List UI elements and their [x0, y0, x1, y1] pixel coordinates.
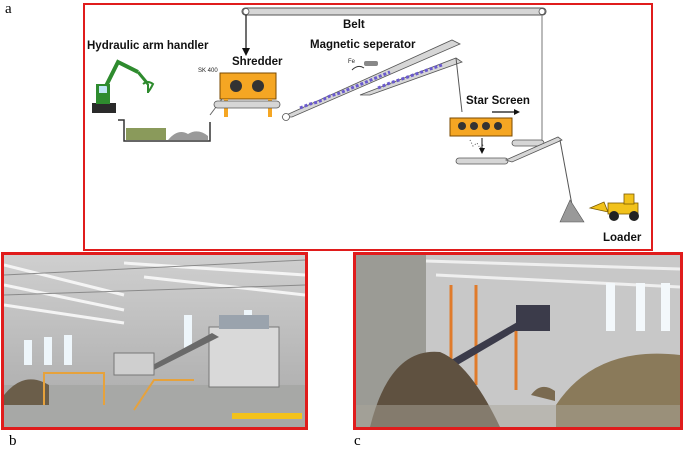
panel-label-b: b	[9, 433, 17, 449]
hydraulic-label: Hydraulic arm handler	[87, 40, 209, 52]
photo-star-screen	[353, 252, 683, 430]
loader	[588, 193, 639, 221]
shredder-label: Shredder	[232, 56, 283, 68]
conveyor-to-magnet	[281, 39, 461, 121]
conveyor-to-loader	[455, 136, 585, 223]
magnetic-label: Magnetic seperator	[310, 39, 416, 51]
loader-label: Loader	[603, 232, 642, 244]
feed-pit	[118, 119, 211, 142]
top-belt	[241, 7, 547, 140]
process-schematic: Belt Hydraulic arm handler SK 400 Shredd…	[83, 3, 653, 251]
schematic-frame	[83, 3, 653, 251]
magnetic-separator: Fe	[348, 59, 378, 71]
belt-label: Belt	[343, 19, 365, 31]
star-screen	[449, 109, 545, 154]
shredder-tag: SK 400	[198, 68, 218, 74]
shredder	[209, 72, 281, 117]
photo-plant-overview	[1, 252, 308, 430]
panel-label-a: a	[5, 1, 12, 17]
hydraulic-arm-handler	[92, 59, 155, 113]
star-screen-label: Star Screen	[466, 95, 530, 107]
conveyor-to-screen	[359, 57, 463, 113]
fe-label: Fe	[348, 59, 356, 65]
panel-label-c: c	[354, 433, 361, 449]
